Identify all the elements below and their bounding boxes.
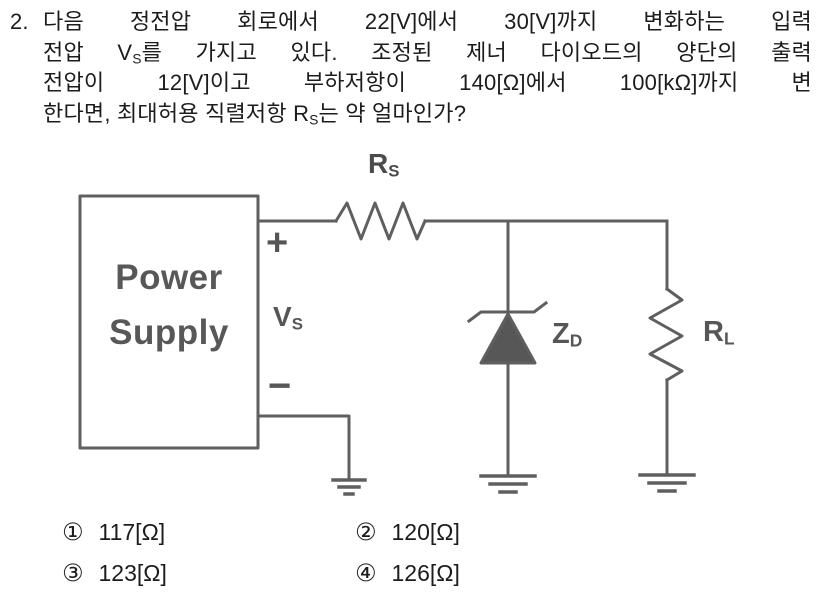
option-2-number: ② bbox=[355, 519, 377, 546]
rl-label: RL bbox=[703, 316, 735, 349]
zener-cathode-bar bbox=[466, 300, 549, 324]
rs-label: RS bbox=[368, 148, 400, 181]
answer-options: ① 117[Ω] ② 120[Ω] ③ 123[Ω] ④ 126[Ω] bbox=[62, 518, 460, 588]
option-1-number: ① bbox=[62, 519, 84, 546]
option-4-number: ④ bbox=[355, 560, 377, 587]
vs-label: VS bbox=[273, 301, 303, 334]
ground-symbol-zener bbox=[479, 474, 537, 494]
zener-diode-symbol bbox=[479, 312, 537, 365]
option-3: ③ 123[Ω] bbox=[62, 559, 355, 588]
plus-polarity-label: + bbox=[266, 222, 289, 264]
zener-label: ZD bbox=[552, 318, 583, 351]
option-2-text: 120[Ω] bbox=[391, 519, 460, 545]
minus-polarity-label: − bbox=[268, 364, 292, 408]
rs-resistor-symbol bbox=[333, 201, 427, 241]
option-4: ④ 126[Ω] bbox=[355, 559, 460, 588]
option-4-text: 126[Ω] bbox=[391, 560, 460, 586]
option-3-text: 123[Ω] bbox=[98, 560, 167, 586]
power-supply-box bbox=[78, 194, 260, 450]
question-line-3: 전압이 12[V]이고 부하저항이 140[Ω]에서 100[kΩ]까지 변 bbox=[43, 70, 812, 96]
rl-resistor-symbol bbox=[648, 286, 684, 383]
option-1-text: 117[Ω] bbox=[98, 519, 166, 545]
option-1: ① 117[Ω] bbox=[62, 518, 355, 547]
question-line-2: 전압 VS를 가지고 있다. 조정된 제너 다이오드의 양단의 출력 bbox=[43, 39, 812, 66]
question-line-4: 한다면, 최대허용 직렬저항 RS는 약 얼마인가? bbox=[43, 100, 467, 128]
option-2: ② 120[Ω] bbox=[355, 518, 460, 547]
ground-symbol-power-supply bbox=[331, 478, 367, 496]
question-number: 2. bbox=[10, 9, 29, 34]
question-block: 2. 다음 정전압 회로에서 22[V]에서 30[V]까지 변화하는 입력 전… bbox=[10, 7, 812, 129]
ground-symbol-rl bbox=[638, 473, 696, 493]
option-3-number: ③ bbox=[62, 560, 84, 587]
question-line-1: 다음 정전압 회로에서 22[V]에서 30[V]까지 변화하는 입력 bbox=[43, 9, 812, 34]
power-supply-return-wire bbox=[256, 414, 351, 481]
question-text: 다음 정전압 회로에서 22[V]에서 30[V]까지 변화하는 입력 전압 V… bbox=[43, 7, 812, 129]
power-supply-label: Power Supply bbox=[109, 258, 229, 352]
